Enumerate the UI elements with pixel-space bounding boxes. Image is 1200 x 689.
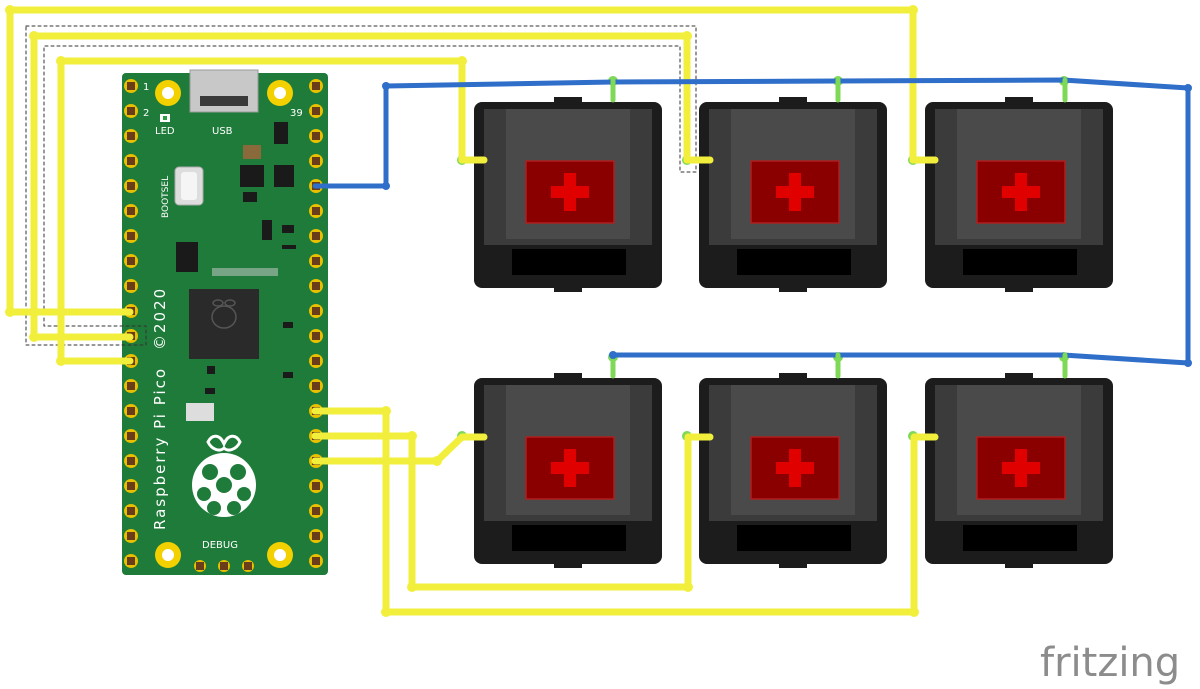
header-pin[interactable]: [309, 229, 323, 243]
header-pin[interactable]: [309, 504, 323, 518]
component: [186, 403, 214, 421]
header-pin[interactable]: [309, 79, 323, 93]
header-pin[interactable]: [309, 529, 323, 543]
board-copyright: ©2020: [151, 287, 169, 350]
header-pin[interactable]: [124, 179, 138, 193]
blue-endpoints: [382, 82, 1192, 367]
switch-stem: [750, 160, 840, 224]
header-pin[interactable]: [124, 404, 138, 418]
header-pin[interactable]: [124, 79, 138, 93]
wire-bottom-col3[interactable]: [311, 407, 939, 616]
header-pin[interactable]: [124, 204, 138, 218]
component: [176, 242, 198, 272]
key-switch[interactable]: [908, 76, 1113, 292]
component: [274, 122, 288, 144]
header-pin[interactable]: [124, 454, 138, 468]
pico-board: 1 2 39 LED USB BOOTSEL DEBUG Raspberry P…: [122, 69, 328, 575]
component: [262, 220, 272, 240]
header-pin[interactable]: [124, 104, 138, 118]
key-switch[interactable]: [457, 76, 662, 292]
header-pin[interactable]: [124, 129, 138, 143]
key-switch[interactable]: [682, 352, 887, 568]
header-pin[interactable]: [124, 379, 138, 393]
header-pin[interactable]: [309, 304, 323, 318]
bootsel-label: BOOTSEL: [161, 176, 171, 218]
component: [243, 145, 261, 159]
key-switch[interactable]: [682, 76, 887, 292]
header-pin[interactable]: [124, 429, 138, 443]
rp2040-chip: [189, 289, 259, 359]
header-pin[interactable]: [124, 254, 138, 268]
component: [243, 192, 257, 202]
header-pin[interactable]: [309, 329, 323, 343]
debug-label: DEBUG: [202, 540, 238, 551]
wire-bottom-col2[interactable]: [311, 432, 714, 591]
led-label: LED: [155, 126, 175, 137]
pico-pins-right: [309, 79, 323, 568]
header-pin[interactable]: [309, 479, 323, 493]
debug-pins: [194, 560, 254, 572]
header-pin[interactable]: [309, 554, 323, 568]
header-pin[interactable]: [124, 154, 138, 168]
pin2-label: 2: [143, 108, 149, 119]
key-switch[interactable]: [457, 352, 662, 568]
selection-outline: [25, 25, 697, 346]
fritzing-watermark: fritzing: [1040, 640, 1180, 686]
header-pin[interactable]: [309, 279, 323, 293]
pin39-label: 39: [290, 108, 303, 119]
usb-label: USB: [212, 126, 233, 137]
header-pin[interactable]: [124, 554, 138, 568]
header-pin[interactable]: [309, 354, 323, 368]
header-pin[interactable]: [309, 204, 323, 218]
header-pin[interactable]: [124, 529, 138, 543]
header-pin[interactable]: [124, 229, 138, 243]
chip-raspberry-icon: [211, 299, 237, 329]
component: [282, 225, 294, 233]
pin1-label: 1: [143, 82, 149, 93]
wires: [5, 5, 1192, 617]
board-name: Raspberry Pi Pico: [151, 367, 169, 530]
key-switch[interactable]: [908, 352, 1113, 568]
wire-bottom-col1[interactable]: [311, 433, 488, 465]
header-pin[interactable]: [309, 104, 323, 118]
wire-endpoints: [5, 5, 919, 617]
component: [274, 165, 294, 187]
header-pin[interactable]: [124, 479, 138, 493]
header-pin[interactable]: [309, 379, 323, 393]
raspberry-pi-logo-icon: [192, 434, 256, 517]
header-pin[interactable]: [309, 154, 323, 168]
resistor-row: [212, 268, 278, 276]
header-pin[interactable]: [309, 129, 323, 143]
switch-grid: [457, 76, 1113, 568]
header-pin[interactable]: [124, 279, 138, 293]
component: [240, 165, 264, 187]
header-pin[interactable]: [124, 504, 138, 518]
header-pin[interactable]: [309, 254, 323, 268]
